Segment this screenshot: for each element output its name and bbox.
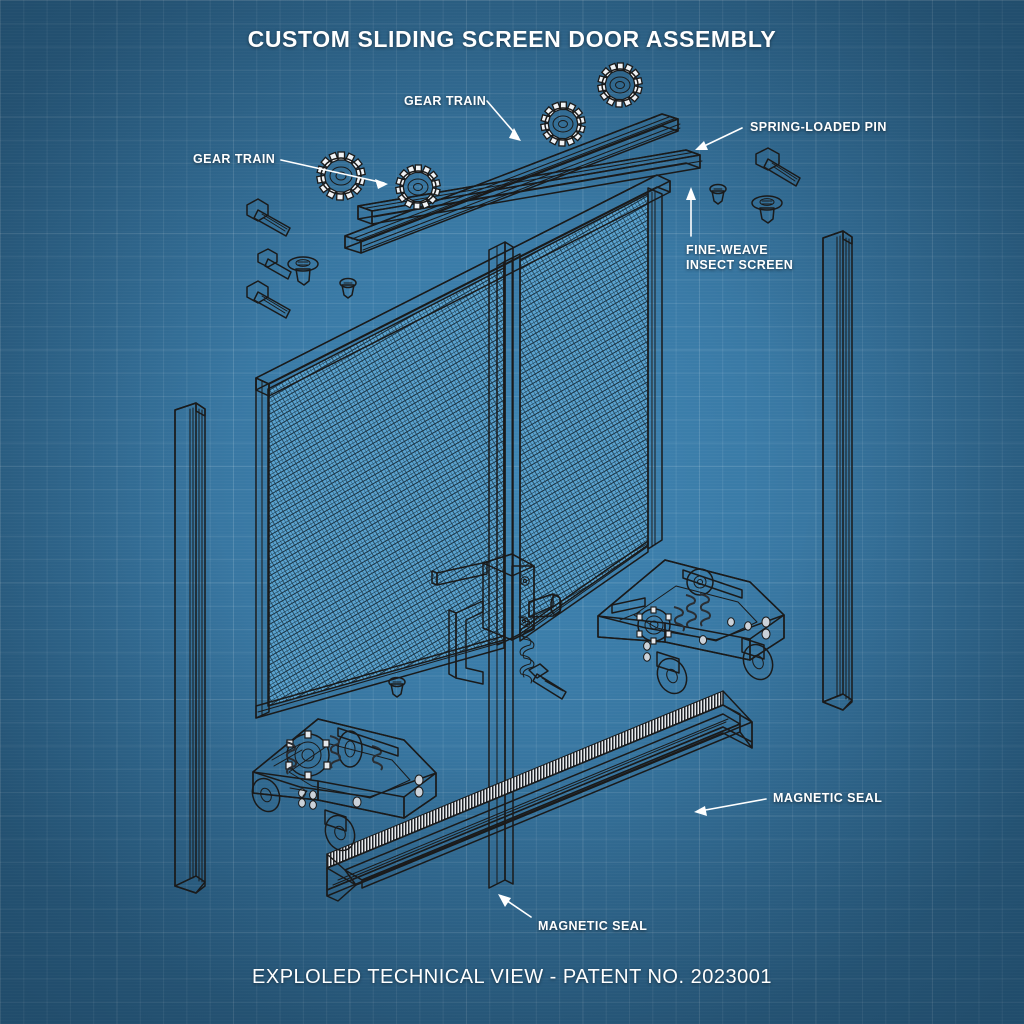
detail-carriage-wheels — [656, 637, 774, 695]
leader-lines — [280, 100, 767, 918]
part-latch-block — [431, 553, 567, 700]
part-push-rivet — [287, 256, 319, 286]
callout-magnetic-seal-right: MAGNETIC SEAL — [773, 791, 883, 805]
page-title: CUSTOM SLIDING SCREEN DOOR ASSEMBLY — [247, 26, 777, 52]
part-flange-bolt-right — [388, 676, 406, 698]
part-gear-3 — [540, 101, 586, 147]
callout-gear-train-top: GEAR TRAIN — [404, 94, 487, 108]
part-roller-carriage-upper — [597, 559, 785, 695]
part-jamb-right — [822, 230, 853, 711]
part-gear-4 — [597, 62, 643, 108]
part-hex-bolt-1 — [246, 198, 291, 237]
part-screen-panel — [255, 174, 671, 719]
detail-carriage-wheels — [251, 777, 356, 852]
part-hex-bolt-2 — [246, 280, 291, 319]
callout-gear-train-left: GEAR TRAIN — [193, 152, 276, 166]
part-machine-screw-3 — [709, 183, 727, 205]
part-header-rail-lower — [357, 149, 703, 225]
part-machine-screw-2 — [339, 277, 357, 299]
callout-spring-loaded-pin: SPRING-LOADED PIN — [750, 120, 887, 134]
part-centre-post — [488, 241, 514, 889]
callout-magnetic-seal-bottom: MAGNETIC SEAL — [538, 919, 648, 933]
page-caption: EXPLOLED TECHNICAL VIEW - PATENT NO. 202… — [252, 966, 772, 988]
part-jamb-left — [174, 402, 206, 894]
part-spring-loaded-bolt — [528, 663, 567, 700]
part-bottom-track — [326, 690, 753, 902]
part-gear-1 — [316, 151, 366, 201]
part-machine-screw-1 — [257, 248, 292, 280]
detail-carriage-gears — [611, 568, 743, 645]
part-roller-carriage-lower — [251, 718, 437, 852]
part-hex-bolt-3 — [755, 147, 801, 187]
part-gear-2 — [395, 164, 441, 210]
part-washer-cap — [751, 195, 783, 224]
callout-insect-screen: FINE-WEAVE INSECT SCREEN — [686, 243, 794, 272]
detail-carriage-gears — [271, 727, 399, 780]
